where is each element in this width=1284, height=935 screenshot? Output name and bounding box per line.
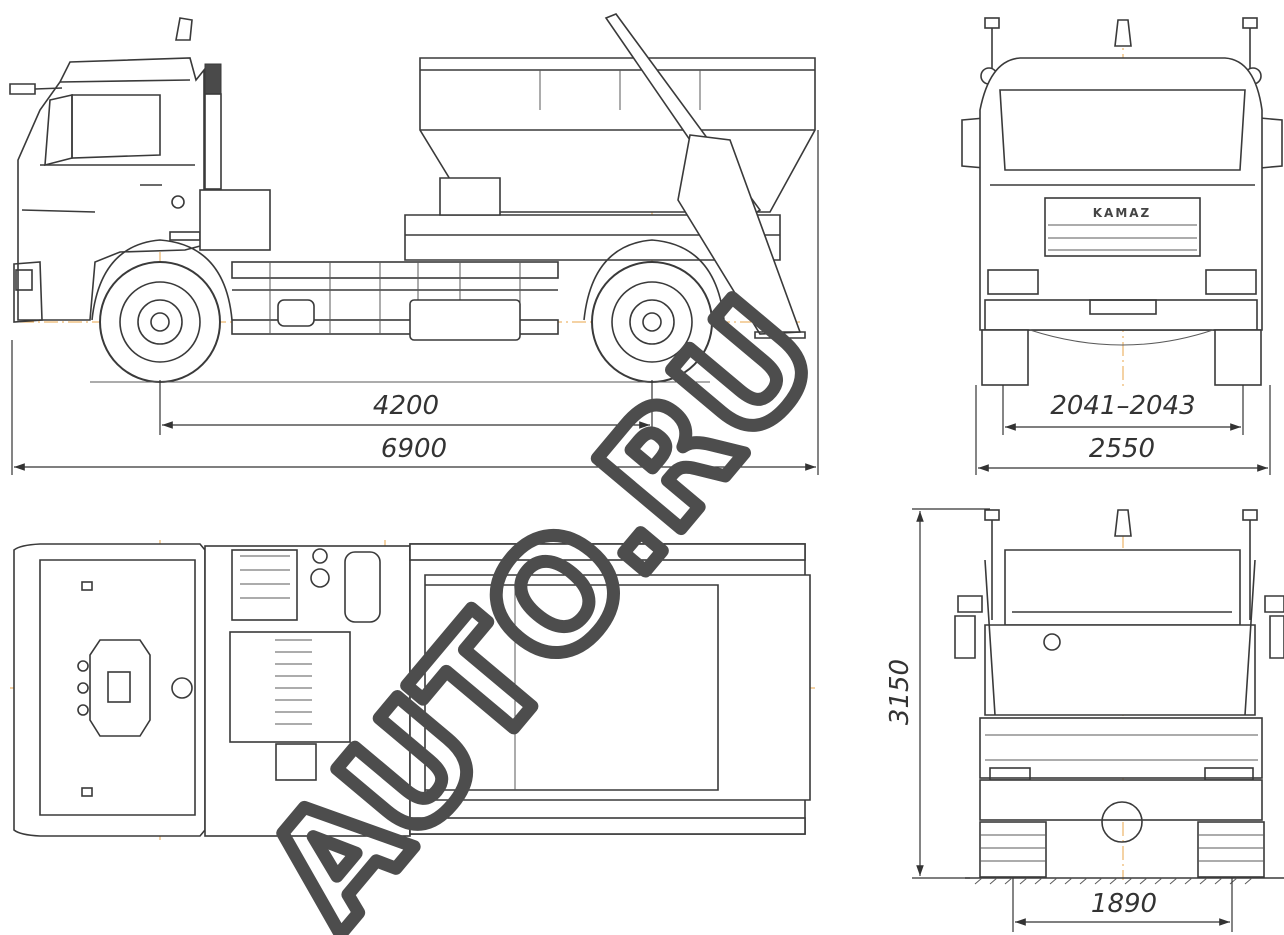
wheelbase-label: 4200 [373, 391, 439, 421]
top-view [10, 540, 815, 840]
overall-width-label: 2550 [1089, 434, 1155, 464]
rear-view: 3150 1890 [885, 508, 1284, 932]
grille-brand: KAMAZ [1093, 206, 1152, 220]
front-view: KAMAZ 2041–2043 2550 [961, 17, 1283, 475]
side-chassis [199, 189, 559, 341]
side-view: 4200 6900 [9, 13, 819, 475]
side-cab [9, 17, 222, 323]
side-front-wheel [91, 239, 233, 383]
rear-track-label: 1890 [1091, 889, 1157, 919]
overall-length-label: 6900 [381, 434, 447, 464]
overall-height-label: 3150 [885, 659, 915, 725]
side-skip [404, 13, 816, 339]
track-width-label: 2041–2043 [1050, 391, 1195, 421]
side-rear-wheel [583, 239, 725, 383]
